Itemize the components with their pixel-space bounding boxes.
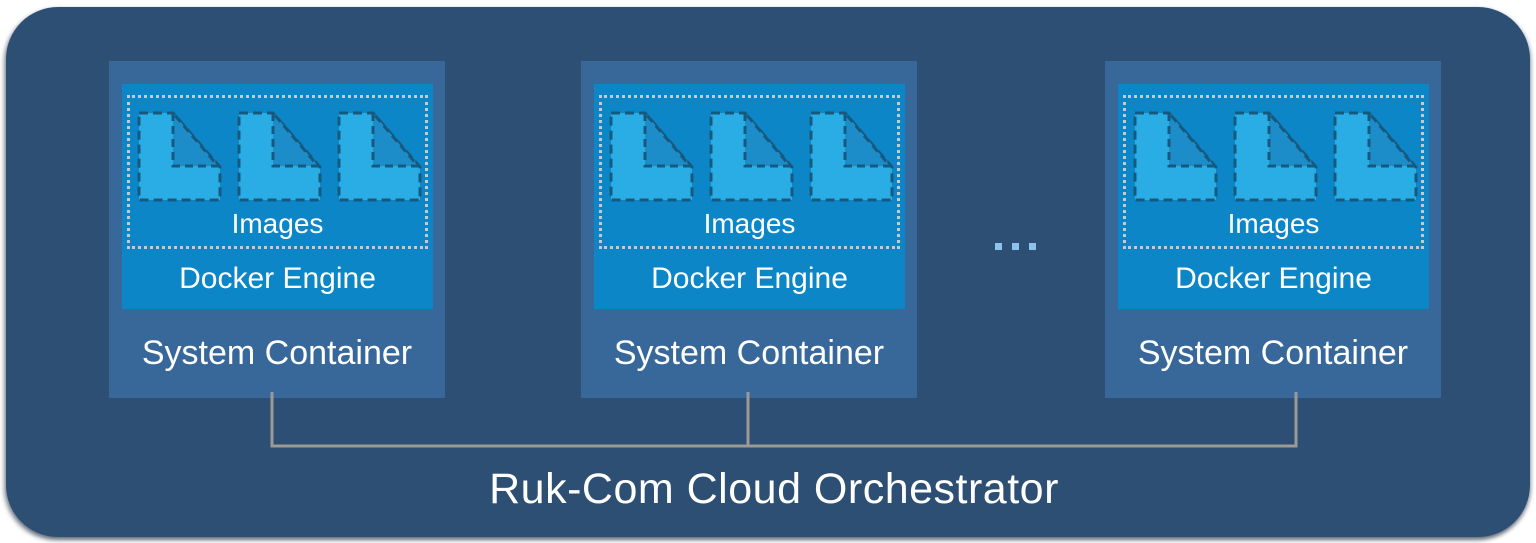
orchestrator-panel: Images Docker Engine System Container Im… xyxy=(6,7,1530,537)
docker-image-icon xyxy=(809,111,894,202)
images-label: Images xyxy=(1227,208,1320,239)
docker-image-icon xyxy=(137,111,222,202)
docker-image-icon xyxy=(609,111,694,202)
docker-engine-box: Images Docker Engine xyxy=(594,84,905,309)
system-container-box: Images Docker Engine System Container xyxy=(109,61,445,398)
docker-engine-box: Images Docker Engine xyxy=(1118,84,1429,309)
docker-image-icon xyxy=(1133,111,1218,202)
system-container-box: Images Docker Engine System Container xyxy=(581,61,917,398)
image-icons-row xyxy=(1126,98,1421,202)
images-label: Images xyxy=(703,208,796,239)
docker-image-icon xyxy=(1333,111,1418,202)
docker-image-icon xyxy=(237,111,322,202)
docker-engine-label: Docker Engine xyxy=(651,262,848,295)
system-container-label: System Container xyxy=(141,334,413,372)
docker-engine-label: Docker Engine xyxy=(1175,262,1372,295)
system-container-label: System Container xyxy=(613,334,885,372)
orchestrator-title: Ruk-Com Cloud Orchestrator xyxy=(489,465,1059,513)
docker-image-icon xyxy=(337,111,422,202)
docker-engine-box: Images Docker Engine xyxy=(122,84,433,309)
images-group: Images xyxy=(599,95,900,249)
system-container-label: System Container xyxy=(1137,334,1409,372)
ellipsis-dots xyxy=(995,243,1036,250)
docker-engine-label: Docker Engine xyxy=(179,262,376,295)
ellipsis-dot xyxy=(1012,243,1019,250)
docker-image-icon xyxy=(1233,111,1318,202)
images-group: Images xyxy=(127,95,428,249)
ellipsis-dot xyxy=(1029,243,1036,250)
images-group: Images xyxy=(1123,95,1424,249)
image-icons-row xyxy=(602,98,897,202)
ellipsis-dot xyxy=(995,243,1002,250)
images-label: Images xyxy=(231,208,324,239)
image-icons-row xyxy=(130,98,425,202)
system-container-box: Images Docker Engine System Container xyxy=(1105,61,1441,398)
docker-image-icon xyxy=(709,111,794,202)
